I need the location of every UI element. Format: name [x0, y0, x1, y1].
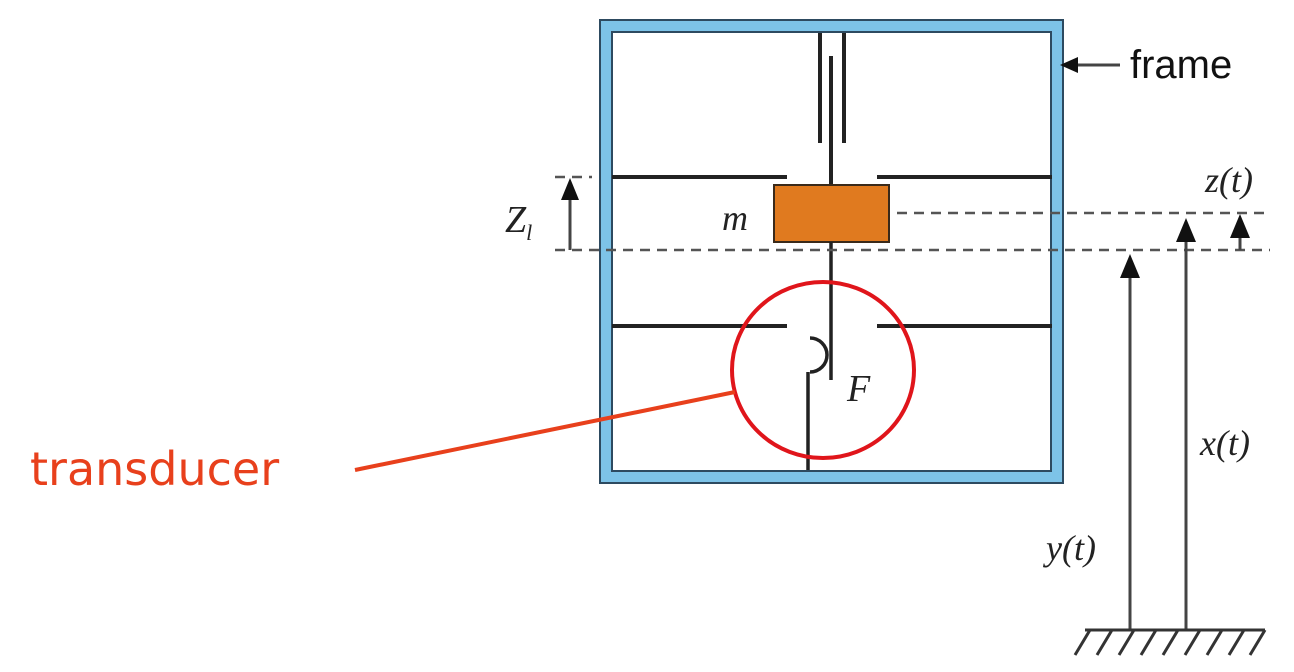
reference-lines	[555, 175, 1270, 252]
plates	[612, 175, 1052, 328]
frame-label: frame	[1130, 43, 1232, 87]
transducer-element	[806, 242, 833, 470]
transducer-label: transducer	[30, 442, 279, 496]
arrows	[561, 57, 1250, 630]
z-label: z(t)	[1204, 160, 1253, 200]
transducer-pointer	[354, 390, 736, 472]
mass-block	[773, 184, 890, 243]
ground	[1073, 628, 1267, 656]
y-label: y(t)	[1043, 528, 1096, 568]
z-limit-label: Zl	[505, 199, 532, 245]
force-label: F	[846, 368, 871, 410]
frame	[599, 19, 1064, 484]
x-label: x(t)	[1199, 423, 1250, 463]
damper	[818, 33, 846, 185]
mass-label: m	[722, 198, 748, 238]
transducer-circle	[730, 280, 916, 460]
